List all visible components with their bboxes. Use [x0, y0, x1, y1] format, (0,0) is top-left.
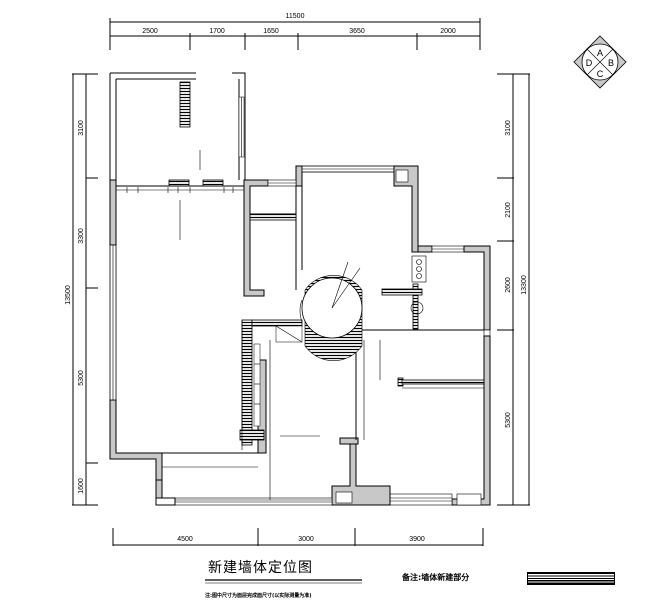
circular-room	[299, 261, 363, 361]
left-dimension-2: 3300	[78, 228, 85, 244]
legend-hatch-swatch	[527, 572, 615, 585]
left-total-dimension: 13500	[65, 285, 72, 305]
top-dimension-chain: 11500 2500 1700 1650 3650 2000	[109, 13, 481, 50]
drawing-note: 注:图中尺寸为面层完成面尺寸(以实际测量为准)	[205, 593, 312, 599]
bottom-dimension-chain: 4500 3000 3900	[112, 528, 484, 546]
left-dimension-chain: 13500 3100 3300 5300 1600	[65, 73, 98, 506]
bottom-dimension-2: 3000	[298, 536, 314, 543]
inner-dimension-lines	[116, 150, 484, 500]
compass-label-c: C	[597, 69, 604, 79]
right-total-dimension: 13300	[521, 275, 528, 295]
top-total-dimension: 11500	[286, 13, 305, 20]
compass-label-d: D	[586, 58, 593, 68]
right-dimension-1: 3100	[505, 120, 512, 136]
new-walls-hatched	[168, 81, 485, 446]
top-dimension-5: 2000	[440, 28, 456, 35]
compass-label-b: B	[608, 58, 614, 68]
stove-icon	[411, 255, 427, 283]
left-dimension-3: 5300	[78, 370, 85, 386]
left-dimension-4: 1600	[78, 478, 85, 494]
top-dimension-2: 1700	[209, 28, 225, 35]
exterior-walls	[109, 72, 491, 506]
toilet-icon	[410, 301, 424, 315]
right-dimension-chain: 3100 2100 2600 5300 13300	[497, 73, 530, 506]
fixtures	[253, 255, 427, 427]
bottom-dimension-1: 4500	[177, 536, 193, 543]
top-dimension-3: 1650	[263, 28, 279, 35]
legend-label: 备注:墙体新建部分	[402, 573, 470, 582]
right-dimension-2: 2100	[505, 202, 512, 218]
compass-label-a: A	[597, 48, 603, 58]
top-dimension-1: 2500	[142, 28, 158, 35]
drawing-title: 新建墙体定位图	[208, 560, 313, 576]
compass-icon: A B C D	[573, 35, 627, 89]
top-dimension-4: 3650	[349, 28, 365, 35]
left-dimension-1: 3100	[78, 120, 85, 136]
bottom-dimension-3: 3900	[409, 536, 425, 543]
right-dimension-3: 2600	[505, 277, 512, 293]
right-dimension-4: 5300	[505, 412, 512, 428]
